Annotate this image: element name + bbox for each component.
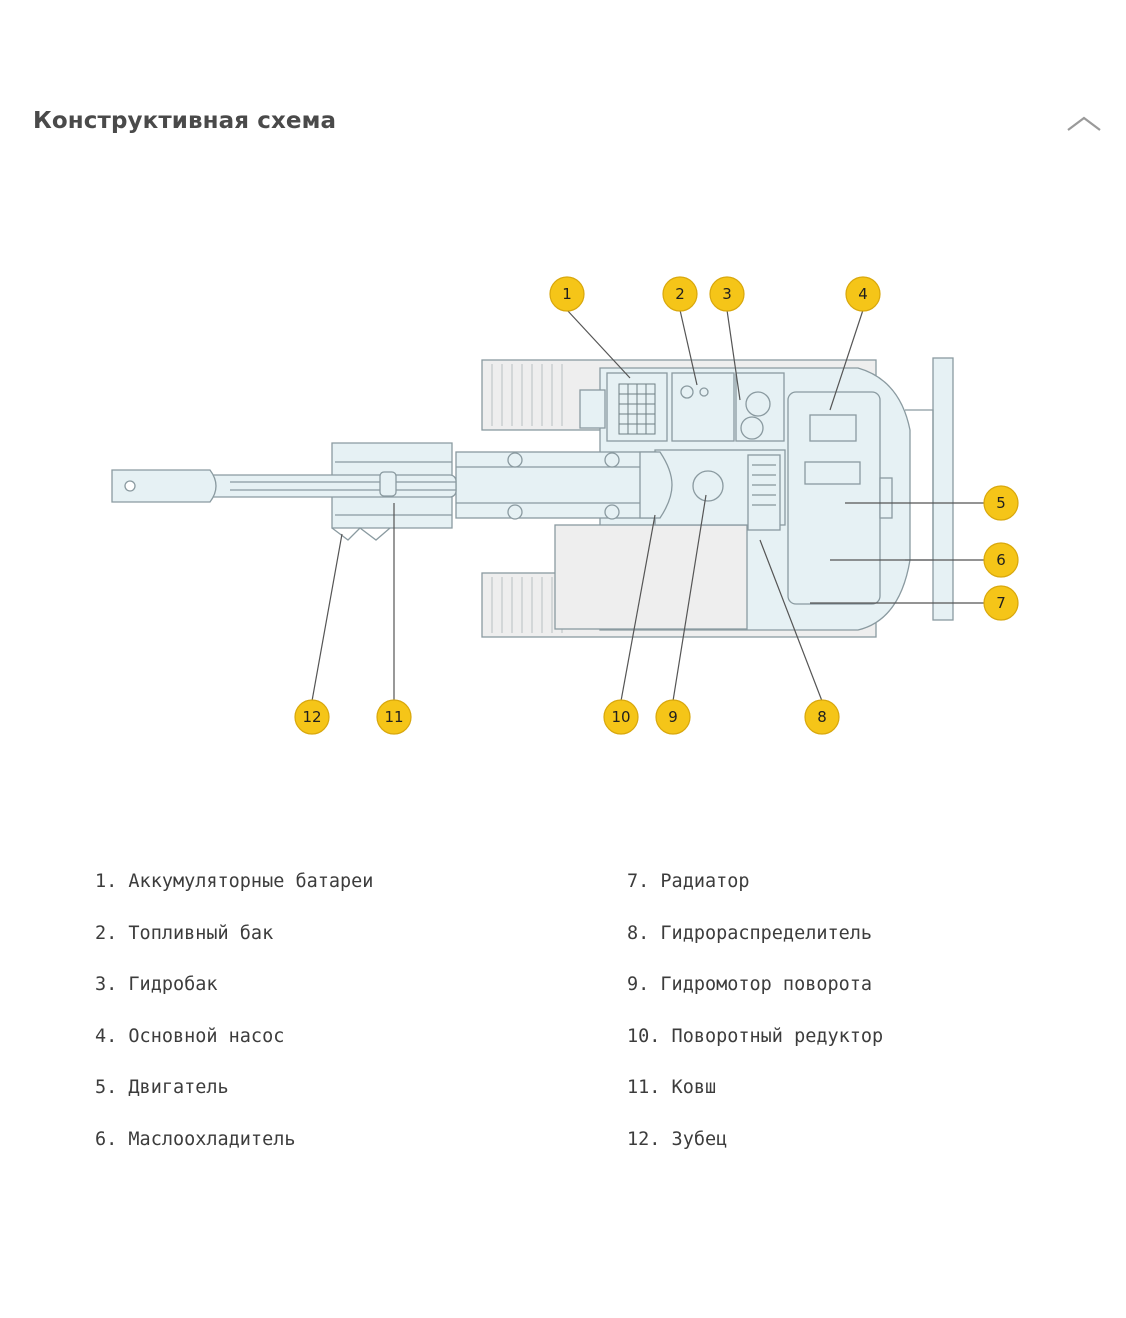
callout-5: 5 (983, 485, 1019, 521)
fuel-tank (671, 372, 735, 442)
callout-7: 7 (983, 585, 1019, 621)
callout-8: 8 (804, 699, 840, 735)
swing-gearbox (639, 451, 673, 519)
counterweight-left (554, 524, 748, 630)
legend-item: 12. Зубец (627, 1128, 728, 1150)
callout-label: 11 (384, 708, 403, 726)
callout-label: 1 (562, 285, 572, 303)
excavator-drawing (111, 357, 954, 638)
legend-column-left: 1. Аккумуляторные батареи 2. Топливный б… (95, 866, 373, 1175)
legend: 1. Аккумуляторные батареи 2. Топливный б… (0, 866, 1126, 1186)
legend-item: 5. Двигатель (95, 1077, 229, 1098)
callout-6: 6 (983, 542, 1019, 578)
callout-10: 10 (603, 699, 639, 735)
cab-side (579, 389, 606, 429)
collapse-button[interactable] (1062, 108, 1106, 140)
legend-item: 2. Топливный бак (95, 922, 274, 944)
legend-item: 4. Основной насос (95, 1025, 285, 1047)
callout-label: 4 (858, 285, 868, 303)
callout-label: 5 (996, 494, 1006, 512)
callout-label: 7 (996, 594, 1006, 612)
excavator-diagram: 1 2 3 4 5 6 7 8 9 10 11 12 (111, 276, 1019, 735)
blade (932, 357, 954, 621)
legend-item: 10. Поворотный редуктор (627, 1025, 884, 1047)
legend-item: 3. Гидробак (95, 974, 218, 995)
callout-1: 1 (549, 276, 585, 312)
callout-label: 3 (722, 285, 732, 303)
leader-lines (311, 309, 985, 702)
callout-label: 2 (675, 285, 685, 303)
legend-item: 7. Радиатор (627, 871, 750, 892)
legend-item: 8. Гидрораспределитель (627, 922, 873, 944)
control-valve (747, 454, 781, 531)
legend-item: 6. Маслоохладитель (95, 1128, 296, 1150)
callout-label: 10 (611, 708, 630, 726)
callout-label: 9 (668, 708, 678, 726)
swing-motor (692, 470, 724, 502)
boom (455, 451, 657, 519)
callout-2: 2 (662, 276, 698, 312)
section-title: Конструктивная схема (33, 108, 337, 134)
callout-11: 11 (376, 699, 412, 735)
callout-9: 9 (655, 699, 691, 735)
legend-column-right: 7. Радиатор 8. Гидрораспределитель 9. Ги… (627, 866, 883, 1175)
engine (787, 391, 881, 605)
callout-3: 3 (709, 276, 745, 312)
callout-label: 8 (817, 708, 827, 726)
teeth (331, 527, 391, 541)
legend-item: 11. Ковш (627, 1077, 717, 1098)
callout-label: 6 (996, 551, 1006, 569)
callout-label: 12 (302, 708, 321, 726)
legend-item: 1. Аккумуляторные батареи (95, 871, 374, 892)
callout-12: 12 (294, 699, 330, 735)
legend-item: 9. Гидромотор поворота (627, 974, 873, 995)
chevron-up-icon (1067, 116, 1101, 131)
callout-4: 4 (845, 276, 881, 312)
